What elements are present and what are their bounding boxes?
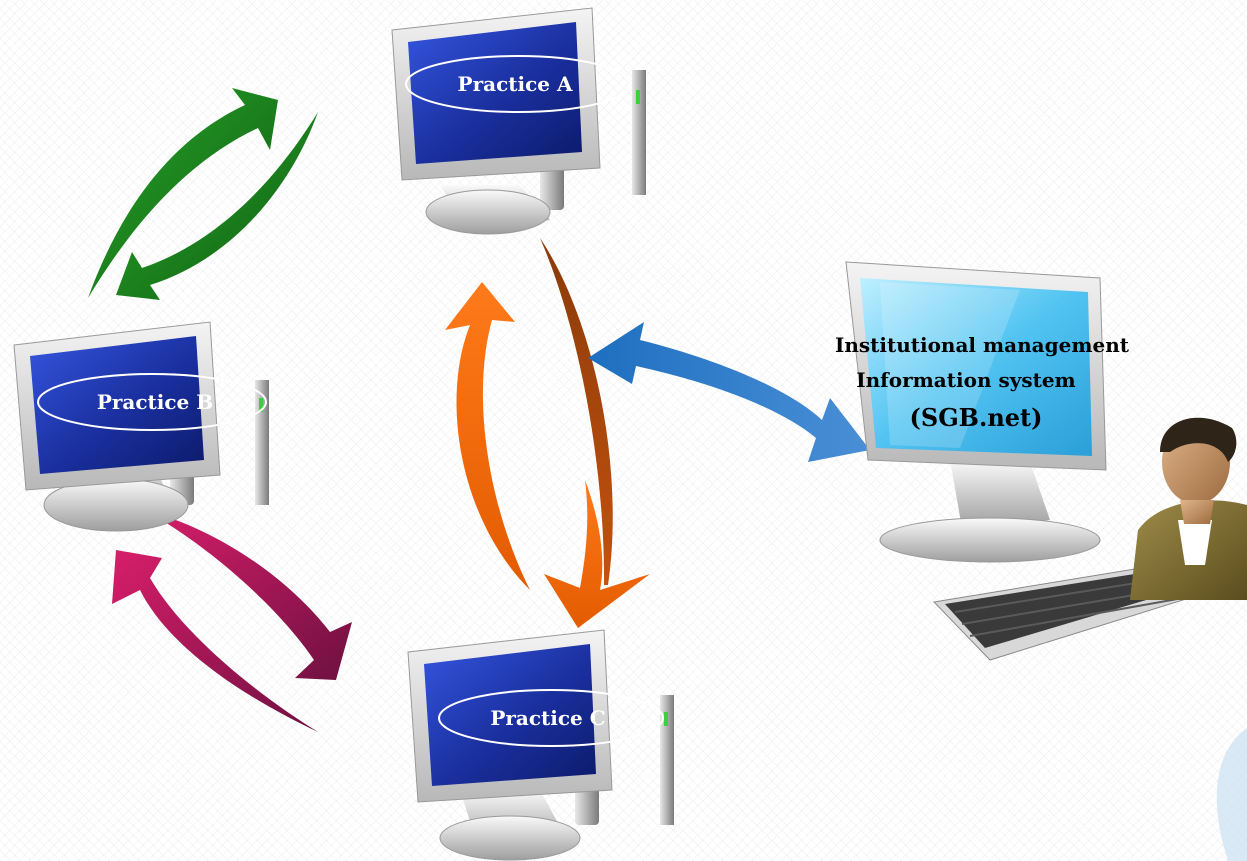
label-practice-c: Practice C — [490, 706, 605, 730]
user-icon — [1130, 417, 1247, 600]
server-computer: Institutional management Information sys… — [835, 261, 1247, 661]
monitor-icon — [407, 629, 613, 803]
arrow-icon — [88, 88, 278, 298]
label-ring — [405, 55, 631, 113]
magenta-arrows — [112, 510, 352, 732]
computer-practice-c: Practice C — [407, 629, 674, 861]
system-line2: Information system — [856, 368, 1075, 392]
system-line3: (SGB.net) — [910, 403, 1043, 432]
label-ring — [438, 689, 664, 747]
monitor-icon — [845, 261, 1107, 471]
arrow-icon — [116, 112, 318, 300]
monitor-icon — [391, 7, 601, 181]
orange-arrows — [445, 238, 650, 628]
arrow-icon — [112, 550, 318, 732]
green-arrows — [88, 88, 318, 300]
label-ring — [37, 373, 267, 431]
computer-practice-a: Practice A — [391, 7, 646, 235]
corner-decoration — [1216, 728, 1247, 861]
arrow-icon — [145, 510, 352, 680]
blue-arrow — [588, 322, 870, 462]
arrow-icon — [540, 238, 613, 585]
monitor-icon — [13, 321, 221, 491]
computer-practice-b: Practice B — [13, 321, 269, 532]
arrow-icon — [445, 282, 530, 590]
arrow-icon — [588, 322, 870, 462]
arrow-icon — [544, 480, 650, 628]
label-practice-a: Practice A — [458, 72, 573, 96]
label-practice-b: Practice B — [97, 390, 213, 414]
system-line1: Institutional management — [835, 333, 1130, 357]
